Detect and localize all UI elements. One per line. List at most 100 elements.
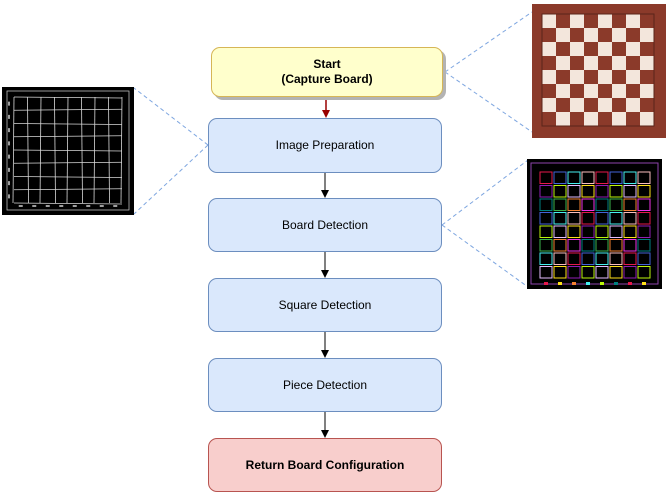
detected-square <box>567 212 581 225</box>
edge-line <box>13 202 123 205</box>
squares-coordinate-mark <box>600 282 604 285</box>
detected-square <box>595 212 609 225</box>
board-square <box>570 42 584 56</box>
edge-line <box>120 96 123 204</box>
detected-square <box>623 212 637 225</box>
board-square <box>556 70 570 84</box>
board-square <box>640 84 654 98</box>
board-square <box>640 112 654 126</box>
board-square <box>612 98 626 112</box>
detected-square <box>637 185 651 198</box>
board-square <box>542 84 556 98</box>
board-square <box>570 56 584 70</box>
detected-square <box>609 212 623 225</box>
piece-detection-label: Piece Detection <box>282 377 368 392</box>
board-square <box>640 42 654 56</box>
edge-coordinate-mark <box>45 205 50 207</box>
detected-square <box>637 212 651 225</box>
board-square <box>584 42 598 56</box>
edge-coordinate-mark <box>99 205 104 207</box>
start-node-label: Start (Capture Board) <box>281 57 373 86</box>
detected-square <box>623 266 637 279</box>
detected-square <box>609 266 623 279</box>
detected-square <box>567 266 581 279</box>
board-square <box>570 70 584 84</box>
board-square <box>640 70 654 84</box>
detected-square <box>553 212 567 225</box>
detected-square <box>595 198 609 211</box>
detected-square <box>581 198 595 211</box>
board-square <box>542 112 556 126</box>
board-square <box>626 14 640 28</box>
board-square <box>612 84 626 98</box>
detected-square <box>595 185 609 198</box>
edge-line <box>81 96 83 204</box>
edge-line <box>13 149 123 152</box>
edge-line <box>12 96 15 204</box>
detected-square <box>553 171 567 184</box>
detected-square <box>553 198 567 211</box>
board-square <box>640 56 654 70</box>
image-preparation-label: Image Preparation <box>275 138 375 152</box>
board-square <box>626 98 640 112</box>
detected-square <box>623 225 637 238</box>
piece-detection-node: Piece Detection <box>208 358 442 412</box>
detected-square <box>567 225 581 238</box>
edge-coordinate-mark <box>8 128 10 133</box>
detected-square <box>609 171 623 184</box>
detected-square <box>539 252 553 265</box>
detected-square <box>553 252 567 265</box>
detected-square <box>595 266 609 279</box>
detected-square <box>595 225 609 238</box>
board-square <box>542 14 556 28</box>
board-square <box>542 70 556 84</box>
start-node: Start (Capture Board) <box>211 47 443 97</box>
dashed-connector-board-squares <box>441 159 529 226</box>
squares-coordinate-mark <box>544 282 548 285</box>
board-square <box>612 112 626 126</box>
detected-square <box>609 252 623 265</box>
board-square <box>556 14 570 28</box>
board-square <box>612 42 626 56</box>
board-square <box>626 70 640 84</box>
detected-square <box>609 225 623 238</box>
detected-square <box>581 252 595 265</box>
squares-coordinate-mark <box>628 282 632 285</box>
squares-coordinate-mark <box>642 282 646 285</box>
detected-square <box>609 185 623 198</box>
detected-square <box>539 171 553 184</box>
board-square <box>584 98 598 112</box>
detected-square <box>553 266 567 279</box>
detected-square <box>567 198 581 211</box>
detected-square <box>595 252 609 265</box>
detected-square <box>623 171 637 184</box>
edge-line <box>93 96 96 204</box>
board-square <box>542 56 556 70</box>
board-square <box>598 98 612 112</box>
board-square <box>626 112 640 126</box>
detected-square <box>581 212 595 225</box>
edge-line <box>13 161 123 164</box>
return-board-configuration-label: Return Board Configuration <box>245 457 405 472</box>
board-square <box>612 14 626 28</box>
dashed-connector-start-photo <box>444 11 533 73</box>
detected-square <box>623 239 637 252</box>
board-square <box>570 28 584 42</box>
board-square <box>556 84 570 98</box>
board-detection-label: Board Detection <box>281 217 369 232</box>
board-square <box>598 28 612 42</box>
squares-coordinate-mark <box>558 282 562 285</box>
detected-square <box>623 198 637 211</box>
board-square <box>584 112 598 126</box>
detected-square <box>637 239 651 252</box>
chessboard-photo-thumbnail <box>532 4 666 138</box>
edge-coordinate-mark <box>8 154 10 159</box>
detected-square <box>539 239 553 252</box>
return-board-configuration-node: Return Board Configuration <box>208 438 442 492</box>
edge-outer-border <box>6 90 130 211</box>
dashed-connector-board-squares <box>441 224 529 288</box>
square-detection-node: Square Detection <box>208 278 442 332</box>
edge-line <box>13 176 123 178</box>
